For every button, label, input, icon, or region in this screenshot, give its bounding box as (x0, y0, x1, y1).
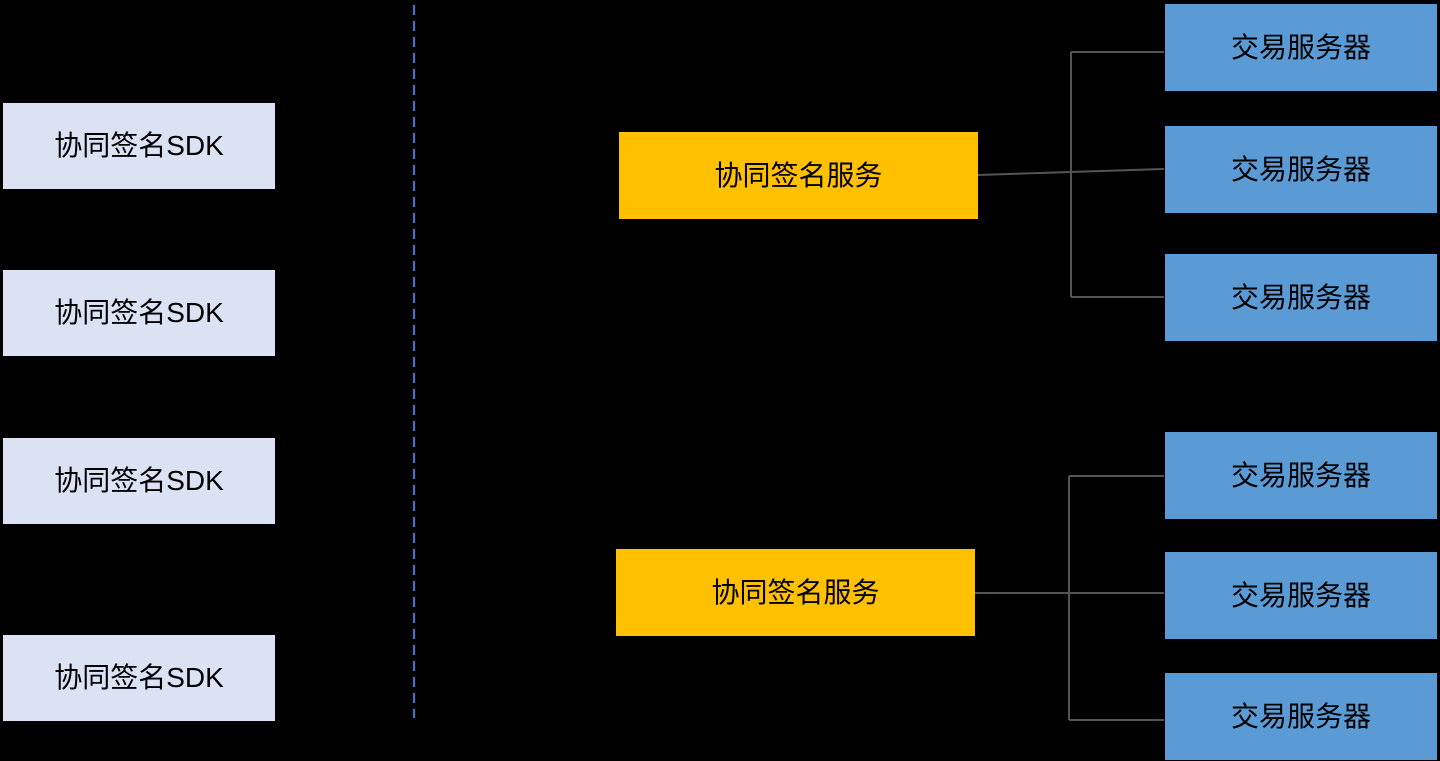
trade-server-box-4: 交易服务器 (1165, 432, 1437, 519)
sdk-box-label: 协同签名SDK (54, 465, 224, 496)
trade-server-box-label: 交易服务器 (1230, 459, 1371, 491)
sdk-box-label: 协同签名SDK (54, 130, 224, 161)
trade-server-box-2: 交易服务器 (1165, 126, 1437, 213)
trade-server-box-label: 交易服务器 (1230, 579, 1371, 611)
signing-service-box-label: 协同签名服务 (714, 159, 883, 191)
trade-server-box-5: 交易服务器 (1165, 552, 1437, 639)
cluster2-connector-lines (973, 475, 1164, 721)
cluster1-connector-lines (976, 51, 1165, 298)
trade-server-box-label: 交易服务器 (1230, 153, 1371, 185)
trade-server-box-label: 交易服务器 (1230, 281, 1371, 313)
sdk-box-label: 协同签名SDK (54, 297, 224, 328)
trade-server-box-label: 交易服务器 (1230, 700, 1371, 732)
sdk-box-2: 协同签名SDK (3, 270, 275, 356)
signing-service-box-2: 协同签名服务 (616, 549, 975, 636)
trade-server-box-6: 交易服务器 (1165, 673, 1437, 760)
sdk-box-label: 协同签名SDK (54, 662, 224, 693)
sdk-box-3: 协同签名SDK (3, 438, 275, 524)
signing-service-box-1: 协同签名服务 (619, 132, 978, 219)
signing-service-box-label: 协同签名服务 (711, 576, 880, 608)
trade-server-box-label: 交易服务器 (1230, 31, 1371, 63)
trade-server-box-1: 交易服务器 (1165, 4, 1437, 91)
trade-server-box-3: 交易服务器 (1165, 254, 1437, 341)
sdk-box-4: 协同签名SDK (3, 635, 275, 721)
sdk-box-1: 协同签名SDK (3, 103, 275, 189)
